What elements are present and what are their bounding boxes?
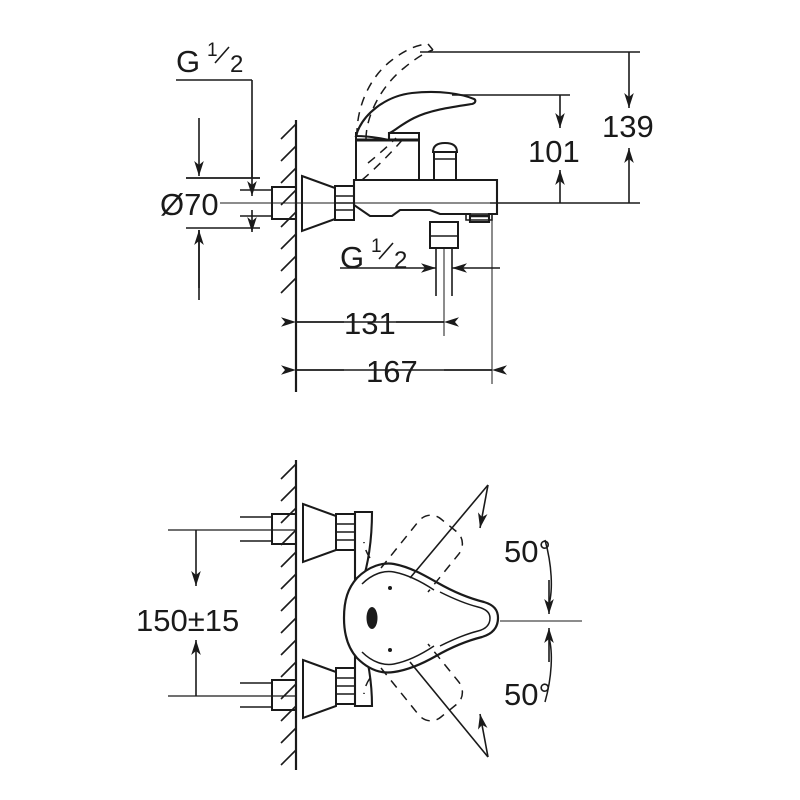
g-half-top-numerator: 1: [207, 40, 218, 61]
label-depth-167: 167: [366, 354, 418, 389]
label-g-half-bottom: G 1 2: [340, 236, 407, 275]
g-half-top-main: G: [176, 44, 200, 79]
dim-depth-167: [281, 220, 507, 384]
coupling-nut-front-top: [335, 513, 356, 551]
dim-angle-upper: [409, 484, 554, 614]
dim-diameter-70: [186, 177, 260, 300]
label-spacing-150: 150±15: [136, 603, 239, 638]
g-half-bottom-main: G: [340, 240, 364, 275]
dim-angle-lower: [409, 628, 554, 758]
escutcheon-front-top: [240, 502, 337, 564]
dim-height-139: [420, 51, 640, 204]
diverter-knob: [431, 141, 459, 180]
mixer-body: [352, 178, 499, 224]
lever-rotated-up-dashed: [363, 514, 464, 593]
label-height-139: 139: [602, 109, 654, 144]
lever-rotated-down-dashed: [363, 643, 464, 722]
lever-handle-front: [342, 562, 500, 674]
wall-line-front-view: [280, 460, 298, 770]
g-half-top-denominator: 2: [230, 51, 243, 78]
wall-line-side-view: [280, 120, 298, 392]
dim-height-101: [452, 94, 570, 203]
g-half-bottom-numerator: 1: [371, 236, 382, 257]
label-height-101: 101: [528, 134, 580, 169]
g-half-bottom-denominator: 2: [394, 247, 407, 274]
dim-spacing-150: [168, 529, 296, 697]
label-angle-lower: 50°: [504, 677, 551, 712]
shower-outlet-connector: [429, 221, 459, 296]
label-g-half-top: G 1 2: [176, 40, 243, 79]
coupling-nut-front-bottom: [335, 667, 356, 705]
lever-handle-side: [354, 90, 477, 142]
label-depth-131: 131: [344, 306, 396, 341]
dim-depth-131: [281, 248, 459, 336]
lever-handle-open-dashed: [356, 43, 434, 181]
label-diameter-70: Ø70: [160, 187, 219, 222]
escutcheon-front-bottom: [240, 658, 337, 720]
label-angle-upper: 50°: [504, 534, 551, 569]
